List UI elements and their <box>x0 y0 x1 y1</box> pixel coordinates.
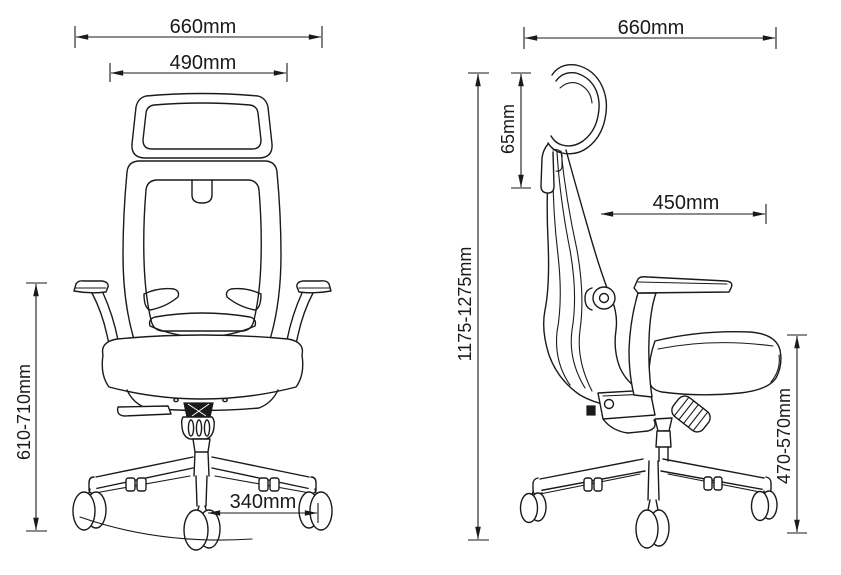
front-bellow <box>183 402 214 418</box>
dim-label-side-seat-height: 470-570mm <box>774 388 794 484</box>
side-headrest <box>547 64 608 155</box>
dim-label-front-armrest-height: 610-710mm <box>14 364 34 460</box>
front-seat-screw-right <box>222 397 228 403</box>
front-knob-rib <box>187 419 195 437</box>
side-headrest-bracket <box>540 143 555 194</box>
front-lever <box>116 405 172 417</box>
dim-side-overall-height: 1175-1275mm <box>455 72 489 541</box>
front-headrest <box>131 92 273 159</box>
side-seat <box>648 331 782 396</box>
dim-front-headrest-width: 490mm <box>109 52 288 82</box>
front-backrest-tab <box>191 179 213 204</box>
front-seat-screw-left <box>173 397 179 403</box>
side-view-chair-drawing <box>519 64 782 549</box>
front-floor-curve <box>79 516 253 541</box>
side-gas-lift <box>654 417 673 462</box>
front-armpad-right <box>296 280 332 294</box>
dim-front-base-span: 340mm <box>207 491 319 523</box>
side-casters <box>519 490 778 549</box>
side-tension-knob <box>671 395 711 433</box>
front-knob-rib <box>195 419 203 437</box>
dim-front-overall-width: 660mm <box>74 16 323 48</box>
front-view-chair-drawing <box>72 92 333 551</box>
front-base <box>88 451 317 507</box>
dim-side-headrest-height: 65mm <box>498 72 531 189</box>
side-mechanism <box>586 389 656 434</box>
side-lumbar-knob <box>584 286 616 311</box>
dim-label-side-overall-height: 1175-1275mm <box>455 247 475 362</box>
dim-side-overall-depth: 660mm <box>523 17 777 49</box>
side-base <box>532 458 772 501</box>
front-lumbar-right <box>225 287 262 311</box>
dim-label-front-overall-width: 660mm <box>170 16 237 38</box>
dim-label-side-headrest-height: 65mm <box>498 104 518 154</box>
side-armrest <box>628 276 733 398</box>
front-headrest-inner <box>142 102 262 150</box>
dim-label-side-back-to-front: 450mm <box>653 192 720 214</box>
side-bracket-clip <box>552 149 563 172</box>
front-lumbar-band <box>148 312 257 338</box>
dim-label-side-overall-depth: 660mm <box>618 17 685 39</box>
dim-label-front-headrest-width: 490mm <box>170 52 237 74</box>
front-column <box>192 438 211 453</box>
front-knob-rib <box>203 419 211 437</box>
front-lumbar-left <box>143 287 180 311</box>
dim-side-back-to-front: 450mm <box>600 192 767 224</box>
front-armpad-left <box>73 280 109 294</box>
dim-label-front-base-span: 340mm <box>230 491 297 513</box>
front-seat <box>101 334 304 400</box>
dim-front-armrest-height: 610-710mm <box>14 282 47 532</box>
dim-side-seat-height: 470-570mm <box>774 334 807 534</box>
front-bellow-hatch <box>187 403 210 417</box>
side-back-frame <box>542 149 646 406</box>
